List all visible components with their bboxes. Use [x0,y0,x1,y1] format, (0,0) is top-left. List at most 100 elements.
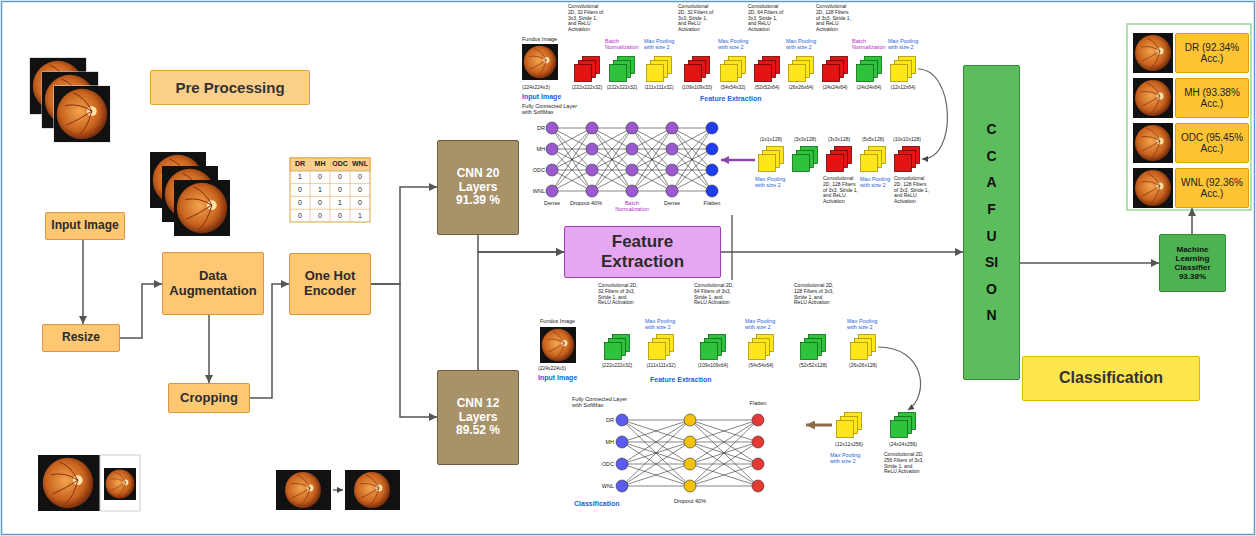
dimension-label: (24x24x64) [818,85,852,91]
node-content: Classification [1059,369,1163,387]
result-box: WNL (92.36% Acc.) [1175,168,1249,208]
image-stack [54,86,110,142]
class-label: DR [521,125,545,131]
layer-label: Flatten [742,400,774,406]
image-caption: Fundus Image [522,36,562,42]
cnn-architecture-bottom [878,347,921,410]
stage-caption: Input Image [538,374,584,382]
layer-label: Convolutional 2D, 128 Filters of 3x3, St… [823,176,859,205]
cnn-architecture-bottom [801,335,826,360]
cnn-architecture-top [586,122,598,134]
node-text: Input Image [51,219,118,233]
cnn-architecture-top [891,57,916,82]
node-text: CNN 12 Layers 89.52 % [448,397,508,438]
cnn-architecture-top [546,143,558,155]
cnn-architecture-top [827,147,852,172]
split-image [38,455,140,511]
layer-label: Flatten [697,200,727,206]
layer-label: Dense [539,200,565,206]
dimension-label: (222x222x32) [605,85,639,91]
layer-label: Convolutional 2D, 32 Filters of 3x3, Str… [598,283,638,306]
node-content: MH (93.38% Acc.) [1179,87,1245,110]
class-label: MH [521,146,545,152]
results-panel [1133,123,1173,163]
process-box: Resize [42,324,120,352]
process-box: Data Augmentation [162,252,264,315]
table-cell: 0 [350,173,370,181]
dimension-label: (26x26x128) [846,363,880,369]
model-box: CNN 20 Layers 91.39 % [437,140,519,235]
fusion-bar: CCA FUSION [963,65,1020,380]
layer-label: Max Pooling with size 2 [847,318,881,331]
cnn-architecture-top [755,57,780,82]
cnn-architecture-top [626,185,638,197]
flow-arrow [371,284,437,417]
layer-label: Max Pooling with size 2 [888,38,920,51]
cnn-architecture-top [666,122,678,134]
one-hot-table [290,158,370,222]
cnn-architecture-top [592,128,632,191]
image-caption: Fundus Image [540,318,580,324]
layer-label: Dropout 40% [567,200,605,206]
cnn-architecture-bottom [752,458,764,470]
cnn-architecture-bottom [540,327,921,492]
cnn-architecture-top [861,147,886,172]
node-text: CCA FUSION [985,116,999,329]
dimension-label: (5x5x128) [856,137,890,143]
node-content: Data Augmentation [167,269,259,299]
flow-arrow [1191,208,1193,234]
cnn-architecture-bottom [616,436,628,448]
cnn-architecture-bottom [622,420,690,486]
layer-label: Convolutional 2D, 32 Filters of 3x3, Str… [568,4,606,33]
cnn-architecture-top [522,44,947,197]
cnn-architecture-top [721,159,755,162]
flow-arrow [208,315,210,383]
node-content: Cropping [180,391,238,406]
class-label: DR [590,417,614,423]
table-cell: 0 [310,199,330,207]
dimension-label: (12x12x256) [832,442,866,448]
cnn-architecture-top [666,143,678,155]
layer-label: Fully Connected Layer with SoftMax [572,396,634,409]
one-hot-table [290,158,370,222]
cnn-architecture-bottom [616,414,764,492]
dimension-label: (24x24x256) [886,442,920,448]
node-content: CNN 20 Layers 91.39 % [448,167,508,208]
node-content: Pre Processing [175,79,284,96]
layer-label: Batch Normalization [605,38,641,51]
process-box: One Hot Encoder [289,253,371,315]
node-text: DR (92.34% Acc.) [1179,42,1245,65]
cnn-architecture-top [759,147,784,172]
node-content: CNN 12 Layers 89.52 % [448,397,508,438]
table-cell: 0 [330,186,350,194]
flow-arrow [371,187,437,284]
model-box: CNN 12 Layers 89.52 % [437,370,519,465]
table-cell: 0 [350,186,370,194]
dimension-label: (26x26x64) [784,85,818,91]
cnn-architecture-top [626,164,638,176]
cnn-architecture-bottom [701,335,726,360]
layer-label: Convolutional 2D, 64 Filters of 3x3, Str… [694,283,734,306]
cnn-architecture-top [546,122,558,134]
node-content: ODC (95.45% Acc.) [1179,132,1245,155]
layer-label: Max Pooling with size 2 [755,176,789,189]
dimension-label: (54x54x32) [716,85,750,91]
table-cell: 0 [310,212,330,220]
node-text: Cropping [180,391,238,406]
node-content: One Hot Encoder [294,269,366,299]
class-label: MH [590,439,614,445]
dimension-label: (224x224x3) [538,366,572,372]
cnn-architecture-bottom [540,327,576,363]
cnn-architecture-top [918,69,947,159]
cnn-architecture-bottom [684,436,696,448]
flow-arrow [82,240,84,324]
split-image [104,468,136,500]
table-cell: WNL [350,160,370,168]
class-label: WNL [590,483,614,489]
layer-label: Max Pooling with size 2 [718,38,750,51]
image-stack [54,86,110,142]
flow-arrow [120,284,162,338]
node-text: Resize [62,331,100,345]
dimension-label: (109x109x33) [680,85,714,91]
